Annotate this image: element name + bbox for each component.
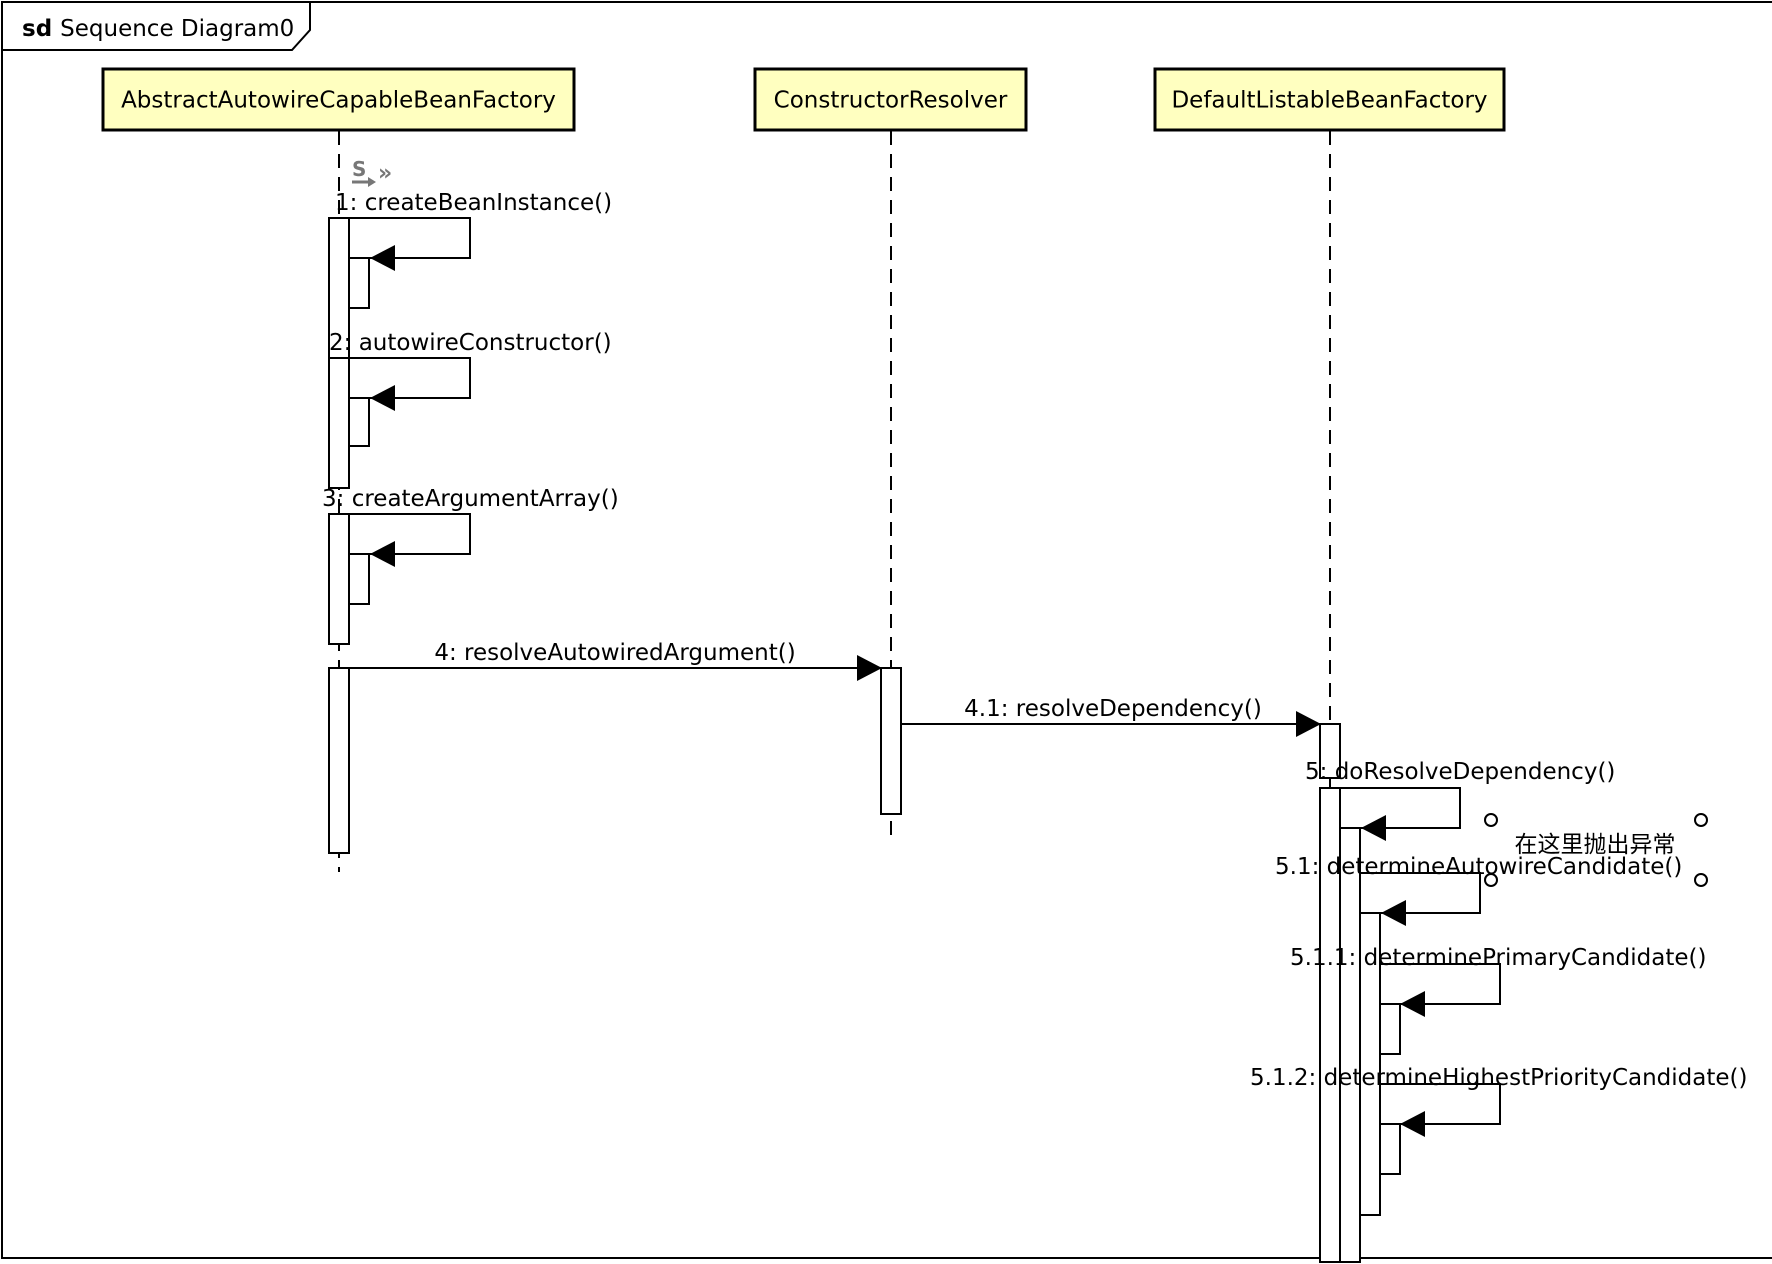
message-line	[1380, 963, 1501, 1005]
arrow-head-icon	[1400, 991, 1425, 1017]
message-label: 4.1: resolveDependency()	[964, 696, 1262, 722]
arrow-head-icon	[370, 385, 395, 411]
lifeline-head[interactable]	[101, 67, 576, 132]
activation-bar[interactable]	[348, 397, 370, 447]
activation-bar[interactable]	[328, 357, 350, 489]
message-2[interactable]: 2: autowireConstructor()	[329, 330, 612, 411]
activation-bar[interactable]	[348, 553, 370, 605]
activation-bar[interactable]	[328, 513, 350, 645]
lifeline-label: ConstructorResolver	[774, 88, 1008, 114]
message-5[interactable]: 5: doResolveDependency()	[1305, 759, 1615, 841]
lifeline-abstract-autowire[interactable]: AbstractAutowireCapableBeanFactory	[101, 67, 576, 872]
note[interactable]: 在这里抛出异常	[1484, 813, 1708, 887]
arrow-head-icon	[1361, 815, 1386, 841]
message-label: 3: createArgumentArray()	[322, 486, 619, 512]
message-label: 5.1.1: determinePrimaryCandidate()	[1290, 945, 1706, 971]
message-label: 5.1.2: determineHighestPriorityCandidate…	[1250, 1065, 1747, 1091]
arrow-head-icon	[370, 245, 395, 271]
frame-title: sd Sequence Diagram0	[22, 16, 294, 42]
arrow-head-icon	[1296, 711, 1321, 737]
activation-bar[interactable]	[1379, 1003, 1401, 1055]
frame-keyword: sd	[22, 16, 52, 42]
arrow-head-icon	[1400, 1111, 1425, 1137]
message-4-1[interactable]: 4.1: resolveDependency()	[901, 696, 1321, 737]
selection-handle-icon[interactable]	[1694, 873, 1708, 887]
note-text: 在这里抛出异常	[1515, 832, 1676, 858]
svg-text:»: »	[378, 161, 392, 186]
message-5-1-2[interactable]: 5.1.2: determineHighestPriorityCandidate…	[1250, 1065, 1747, 1137]
selection-handle-icon[interactable]	[1484, 813, 1498, 827]
message-3[interactable]: 3: createArgumentArray()	[322, 486, 619, 567]
message-label: 5: doResolveDependency()	[1305, 759, 1615, 785]
activation-bar[interactable]	[1319, 723, 1341, 779]
arrow-head-icon	[370, 541, 395, 567]
message-5-1[interactable]: 5.1: determineAutowireCandidate()	[1275, 854, 1682, 926]
message-label: 4: resolveAutowiredArgument()	[434, 640, 795, 666]
message-line	[1360, 872, 1481, 914]
lifeline-constructor-resolver[interactable]: ConstructorResolver	[753, 67, 1028, 838]
message-label: 5.1: determineAutowireCandidate()	[1275, 854, 1682, 880]
message-line	[1340, 787, 1461, 829]
message-label: 2: autowireConstructor()	[329, 330, 612, 356]
message-5-1-1[interactable]: 5.1.1: determinePrimaryCandidate()	[1290, 945, 1706, 1017]
lifeline-label: AbstractAutowireCapableBeanFactory	[121, 88, 556, 114]
activation-bar[interactable]	[1359, 912, 1381, 1216]
start-message-icon: S »	[352, 157, 392, 187]
lifeline-label: DefaultListableBeanFactory	[1171, 88, 1487, 114]
svg-text:S: S	[352, 157, 366, 181]
arrow-head-icon	[857, 655, 882, 681]
selection-handle-icon[interactable]	[1484, 873, 1498, 887]
message-1[interactable]: 1: createBeanInstance()	[335, 190, 612, 271]
activation-bar[interactable]	[880, 667, 902, 815]
lifeline-head[interactable]	[1153, 67, 1506, 132]
message-line	[349, 357, 471, 399]
message-label: 1: createBeanInstance()	[335, 190, 612, 216]
arrow-head-icon	[1381, 900, 1406, 926]
frame-title-tab	[1, 1, 311, 51]
message-4[interactable]: 4: resolveAutowiredArgument()	[349, 640, 882, 681]
message-line	[1380, 1083, 1501, 1125]
lifeline-head[interactable]	[753, 67, 1028, 132]
activation-bar[interactable]	[1379, 1123, 1401, 1175]
activation-bar[interactable]	[1339, 827, 1361, 1263]
lifeline-default-listable[interactable]: DefaultListableBeanFactory	[1153, 67, 1506, 1260]
activation-bar[interactable]	[348, 257, 370, 309]
frame-name: Sequence Diagram0	[60, 16, 294, 42]
selection-handle-icon[interactable]	[1694, 813, 1708, 827]
message-line	[349, 513, 471, 555]
activation-bar[interactable]	[328, 667, 350, 854]
message-line	[349, 217, 471, 259]
